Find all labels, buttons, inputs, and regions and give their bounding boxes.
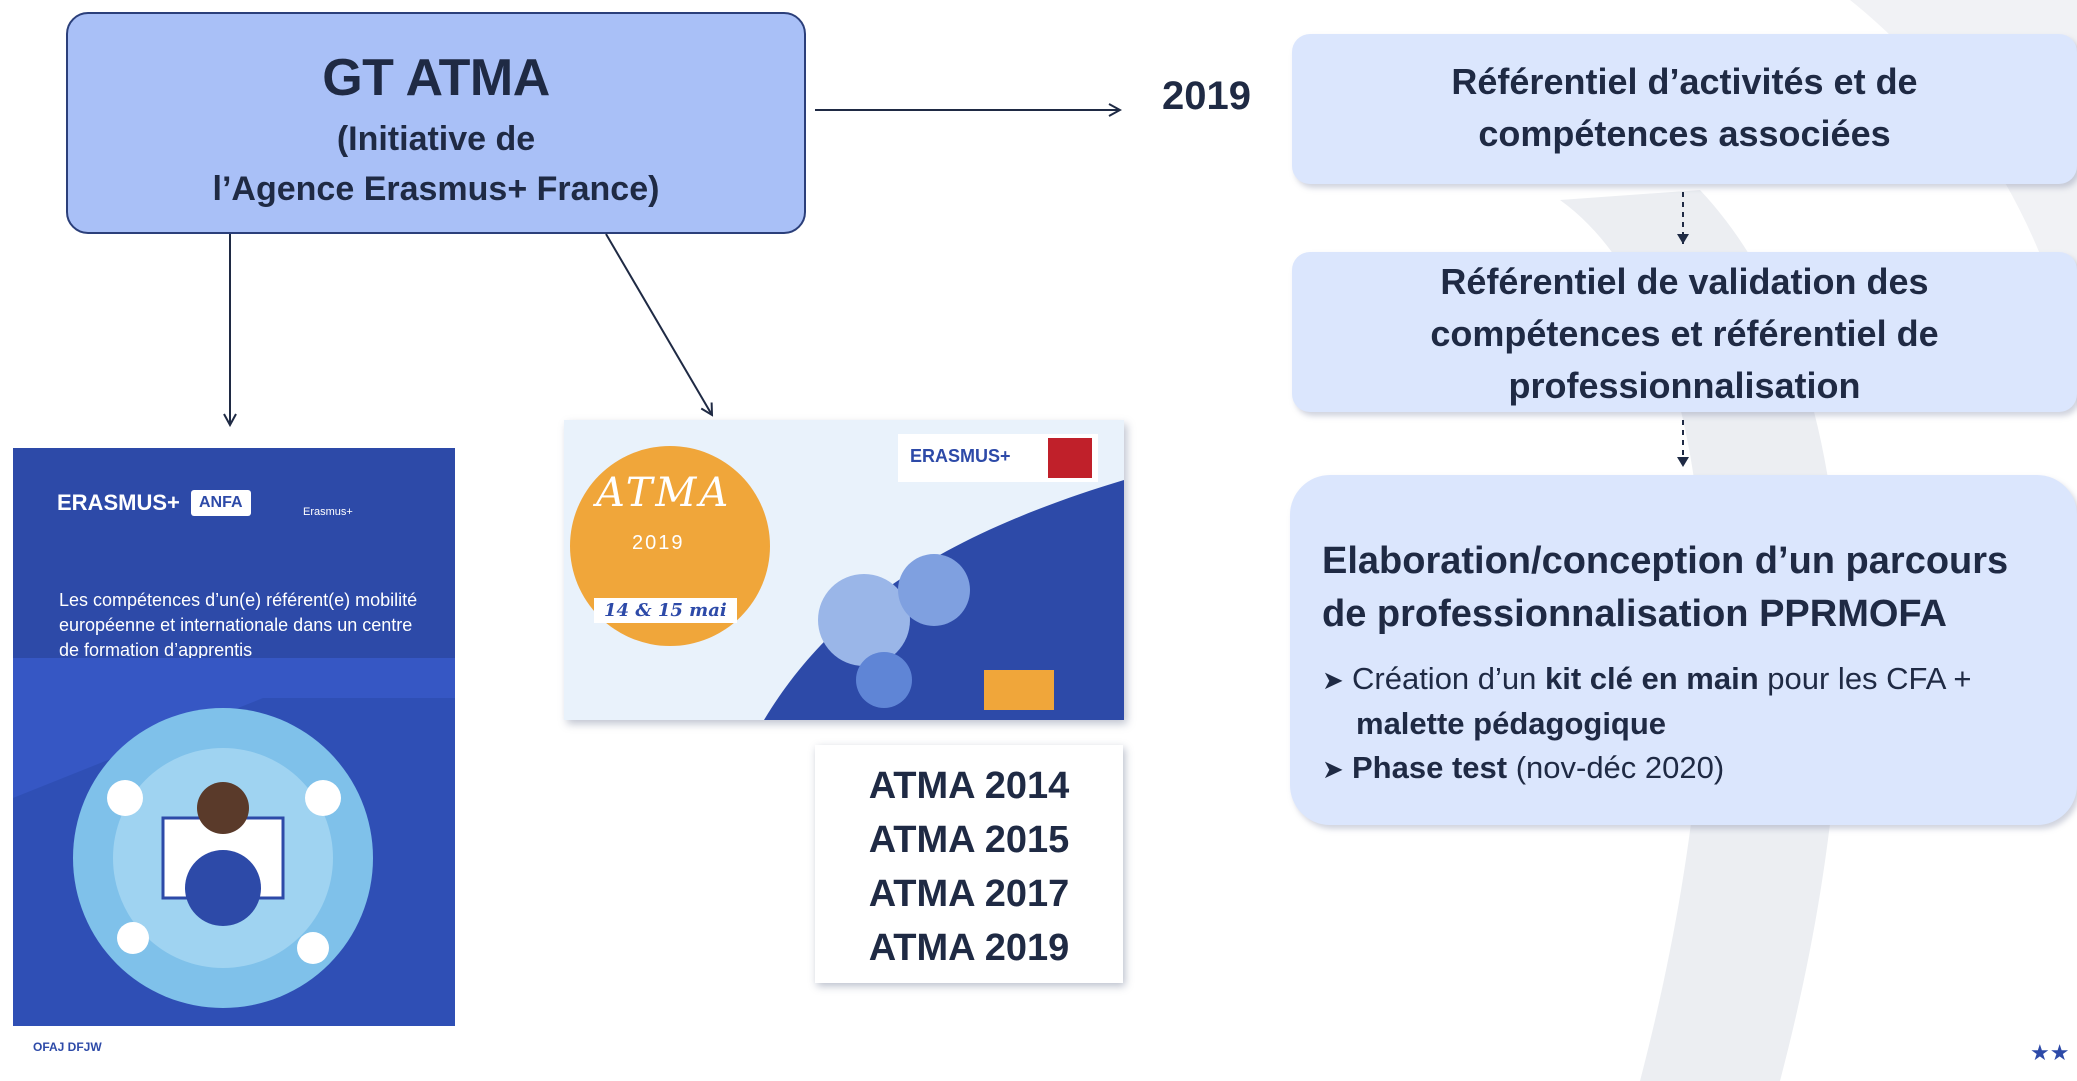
- arrow-bullet-icon: ➤: [1322, 754, 1344, 784]
- brochure-image: ERASMUS+ ANFA Erasmus+ Les compétences d…: [13, 448, 455, 1081]
- bullet-kit-bold: kit clé en main: [1545, 661, 1759, 696]
- bullet-phase-post: (nov-déc 2020): [1507, 750, 1725, 785]
- elaboration-title-line1: Elaboration/conception d’un parcours: [1322, 540, 2009, 582]
- bullet-kit-pre: Création d’un: [1352, 661, 1546, 696]
- ref-box-elaboration: Elaboration/conception d’un parcours de …: [1290, 475, 2077, 825]
- brochure-anfa-logo: ANFA: [191, 490, 251, 516]
- atma-year: 2019: [632, 532, 685, 554]
- gt-atma-subtitle: (Initiative de l’Agence Erasmus+ France): [68, 114, 804, 214]
- elaboration-bullets: ➤ Création d’un kit clé en main pour les …: [1322, 657, 2047, 791]
- atma-word: ATMA: [596, 470, 732, 516]
- atma-editions-list: ATMA 2014 ATMA 2015 ATMA 2017 ATMA 2019: [815, 745, 1123, 983]
- elaboration-bullet-phase-test: ➤ Phase test (nov-déc 2020): [1322, 746, 2047, 791]
- arrow-bullet-icon: ➤: [1322, 665, 1344, 695]
- atma-date: 14 & 15 mai: [594, 598, 737, 623]
- gt-atma-subtitle-line2: l’Agence Erasmus+ France): [212, 170, 660, 208]
- eu-stars-icon: ★★: [2030, 1040, 2070, 1065]
- ref-box-validation: Référentiel de validation des compétence…: [1292, 252, 2077, 412]
- brochure-header: [13, 448, 455, 678]
- atma-edition-item: ATMA 2015: [868, 819, 1070, 861]
- ref-activities-line1: Référentiel d’activités et de: [1451, 61, 1918, 102]
- elaboration-title: Elaboration/conception d’un parcours de …: [1322, 535, 2047, 641]
- year-label: 2019: [1162, 74, 1251, 118]
- ref-validation-line1: Référentiel de validation des: [1440, 261, 1929, 302]
- ref-box-activities: Référentiel d’activités et de compétence…: [1292, 34, 2077, 184]
- ref-validation-line2: compétences et référentiel de: [1430, 313, 1939, 354]
- brochure-text: Les compétences d’un(e) référent(e) mobi…: [59, 590, 418, 660]
- elaboration-title-line2: de professionnalisation PPRMOFA: [1322, 593, 1947, 635]
- brochure-eu-logo: Erasmus+: [303, 506, 353, 518]
- bullet-kit-continuation: malette pédagogique: [1356, 706, 1667, 741]
- brochure-footer: [13, 1026, 455, 1081]
- atma-region-logo: [1048, 438, 1092, 478]
- gt-atma-subtitle-line1: (Initiative de: [336, 120, 536, 158]
- atma-event-image: ATMA 2019 14 & 15 mai ERASMUS+: [564, 420, 1124, 720]
- atma-illustration: [764, 480, 1124, 720]
- atma-erasmus-logo: ERASMUS+: [910, 446, 1011, 466]
- gt-atma-title: GT ATMA: [322, 49, 550, 107]
- brochure-illustration: [13, 658, 455, 1008]
- elaboration-bullet-kit: ➤ Création d’un kit clé en main pour les …: [1322, 657, 2047, 746]
- ref-validation-line3: professionnalisation: [1508, 365, 1861, 406]
- ref-activities-line2: compétences associées: [1478, 113, 1891, 154]
- atma-edition-item: ATMA 2019: [868, 927, 1070, 969]
- bullet-kit-post: pour les CFA +: [1758, 661, 1972, 696]
- atma-edition-item: ATMA 2017: [868, 873, 1070, 915]
- gt-atma-box: GT ATMA (Initiative de l’Agence Erasmus+…: [66, 12, 806, 234]
- brochure-footer-logos: OFAJ DFJW: [33, 1040, 102, 1054]
- brochure-erasmus-logo: ERASMUS+: [57, 490, 180, 515]
- atma-edition-item: ATMA 2014: [868, 765, 1070, 807]
- bullet-phase-bold: Phase test: [1352, 750, 1508, 785]
